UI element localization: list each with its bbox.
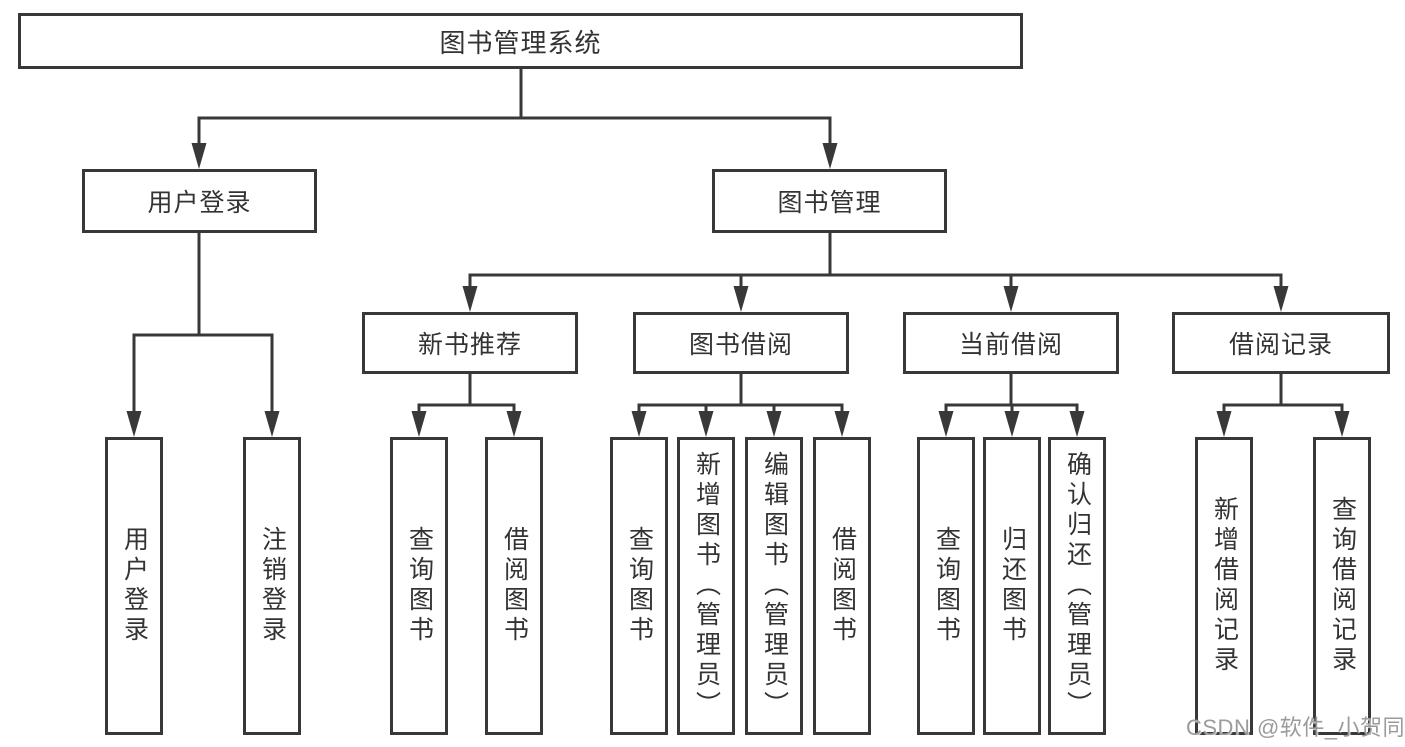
node-book-management: 图书管理 <box>712 169 947 233</box>
leaf-borrow-books: 借阅图书 <box>813 437 871 735</box>
connector-book-borrow-to-leaves <box>631 374 850 437</box>
node-label: 借阅记录 <box>1228 331 1333 359</box>
connector-current-borrow-to-leaves <box>938 374 1085 437</box>
leaf-query-books-recommendation: 查询图书 <box>390 437 448 735</box>
connector-user-login-to-leaves <box>126 233 280 437</box>
leaf-query-books-current: 查询图书 <box>917 437 975 735</box>
leaf-label: 编辑图书（管理员） <box>760 451 789 721</box>
leaf-label: 查询借阅记录 <box>1328 496 1357 676</box>
node-label: 图书借阅 <box>688 331 793 359</box>
connector-book-mgmt-to-level3 <box>462 233 1289 312</box>
node-borrowing-records: 借阅记录 <box>1172 312 1390 374</box>
node-user-login: 用户登录 <box>82 169 317 233</box>
leaf-label: 新增图书（管理员） <box>692 451 721 721</box>
connector-root-to-level2 <box>191 69 838 169</box>
node-label: 新书推荐 <box>417 331 522 359</box>
connector-borrow-records-to-leaves <box>1216 374 1350 437</box>
leaf-query-borrow-record: 查询借阅记录 <box>1313 437 1371 735</box>
node-label: 图书管理 <box>777 189 882 217</box>
leaf-borrow-books-recommendation: 借阅图书 <box>485 437 543 735</box>
leaf-label: 借阅图书 <box>828 526 857 646</box>
node-new-book-recommendation: 新书推荐 <box>362 312 578 374</box>
leaf-user-login: 用户登录 <box>105 437 163 735</box>
leaf-label: 新增借阅记录 <box>1210 496 1239 676</box>
node-library-management-system: 图书管理系统 <box>18 13 1023 69</box>
leaf-confirm-return-admin: 确认归还（管理员） <box>1048 437 1106 735</box>
csdn-watermark: CSDN @软件_小贺同学 <box>1186 715 1405 740</box>
leaf-label: 查询图书 <box>932 526 961 646</box>
leaf-label: 归还图书 <box>998 526 1027 646</box>
leaf-add-borrow-record: 新增借阅记录 <box>1195 437 1253 735</box>
leaf-return-books: 归还图书 <box>983 437 1041 735</box>
leaf-label: 查询图书 <box>625 526 654 646</box>
leaf-label: 确认归还（管理员） <box>1063 451 1092 721</box>
connector-new-book-rec-to-leaves <box>411 374 522 437</box>
node-label: 当前借阅 <box>958 331 1063 359</box>
leaf-label: 用户登录 <box>120 526 149 646</box>
node-book-borrowing: 图书借阅 <box>633 312 849 374</box>
node-current-borrowing: 当前借阅 <box>903 312 1119 374</box>
leaf-label: 借阅图书 <box>500 526 529 646</box>
leaf-edit-books-admin: 编辑图书（管理员） <box>745 437 803 735</box>
leaf-logout: 注销登录 <box>243 437 301 735</box>
node-label: 用户登录 <box>147 189 252 217</box>
leaf-label: 注销登录 <box>258 526 287 646</box>
leaf-query-books-borrowing: 查询图书 <box>610 437 668 735</box>
leaf-add-books-admin: 新增图书（管理员） <box>677 437 735 735</box>
node-label: 图书管理系统 <box>439 27 602 58</box>
leaf-label: 查询图书 <box>405 526 434 646</box>
